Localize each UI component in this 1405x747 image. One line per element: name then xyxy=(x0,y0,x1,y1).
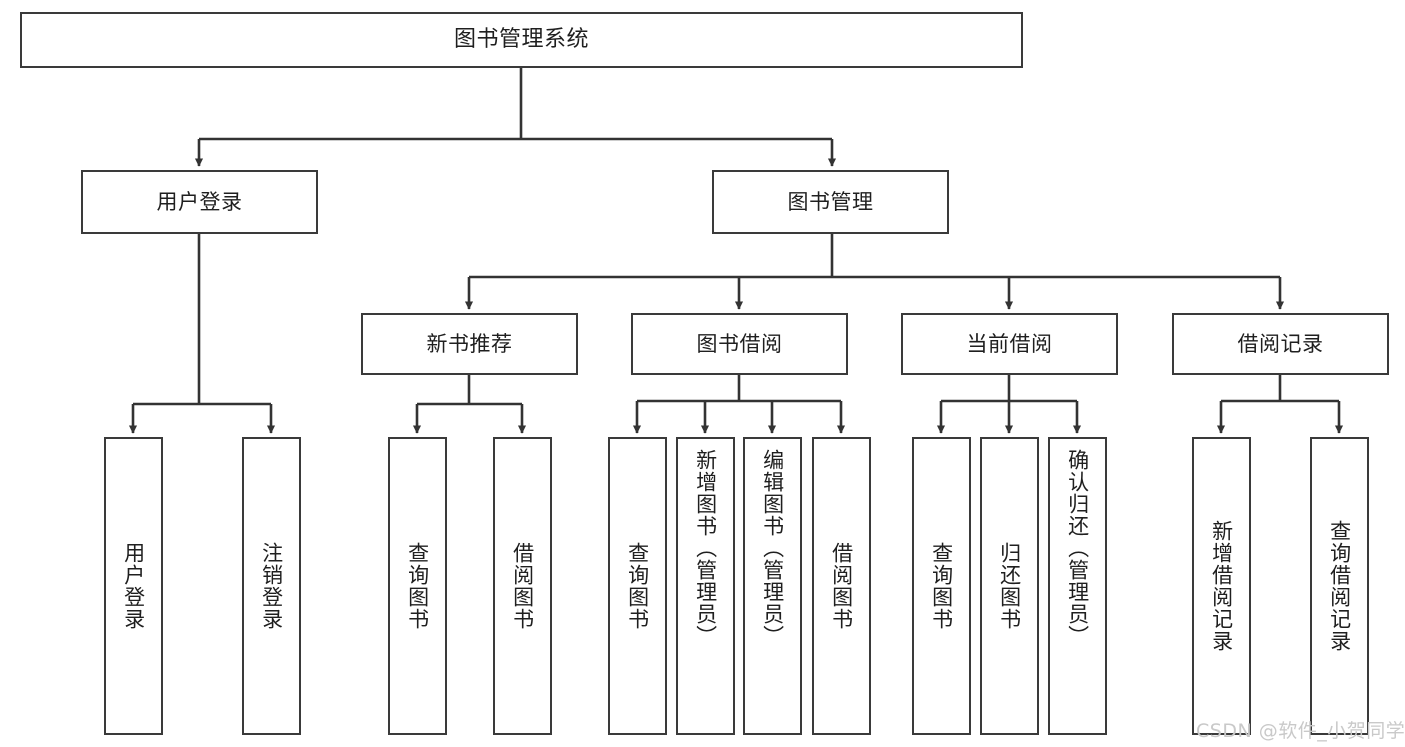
node-user-login[interactable]: 用户登录 xyxy=(81,170,318,234)
node-current-borrow-label: 当前借阅 xyxy=(966,331,1053,356)
node-book-management[interactable]: 图书管理 xyxy=(712,170,949,234)
csdn-watermark: CSDN @软件_小贺同学 xyxy=(1196,720,1405,742)
leaf-book-borrow-query-book-label: 查询图书 xyxy=(625,542,650,630)
leaf-user-login-logout-label: 注销登录 xyxy=(259,542,284,630)
leaf-new-book-borrow-book-label: 借阅图书 xyxy=(510,542,535,630)
leaf-borrow-record-add-record[interactable]: 新增借阅记录 xyxy=(1192,437,1251,735)
leaf-book-borrow-add-book-admin[interactable]: 新增图书（管理员） xyxy=(676,437,735,735)
leaf-borrow-record-add-record-label: 新增借阅记录 xyxy=(1209,520,1234,652)
leaf-current-borrow-confirm-return-admin[interactable]: 确认归还（管理员） xyxy=(1048,437,1107,735)
node-root-label: 图书管理系统 xyxy=(453,26,589,52)
leaf-current-borrow-confirm-return-admin-label: 确认归还（管理员） xyxy=(1065,449,1090,647)
node-book-borrow[interactable]: 图书借阅 xyxy=(631,313,848,375)
leaf-book-borrow-edit-book-admin-label: 编辑图书（管理员） xyxy=(760,449,785,647)
node-book-borrow-label: 图书借阅 xyxy=(696,331,783,356)
leaf-user-login-login[interactable]: 用户登录 xyxy=(104,437,163,735)
leaf-borrow-record-query-record-label: 查询借阅记录 xyxy=(1327,520,1352,652)
node-new-book-recommend[interactable]: 新书推荐 xyxy=(361,313,578,375)
node-new-book-recommend-label: 新书推荐 xyxy=(426,331,513,356)
leaf-book-borrow-borrow-book[interactable]: 借阅图书 xyxy=(812,437,871,735)
leaf-book-borrow-query-book[interactable]: 查询图书 xyxy=(608,437,667,735)
node-borrow-record-label: 借阅记录 xyxy=(1237,331,1324,356)
leaf-current-borrow-query-book-label: 查询图书 xyxy=(929,542,954,630)
leaf-current-borrow-return-book-label: 归还图书 xyxy=(997,542,1022,630)
leaf-book-borrow-edit-book-admin[interactable]: 编辑图书（管理员） xyxy=(743,437,802,735)
leaf-book-borrow-borrow-book-label: 借阅图书 xyxy=(829,542,854,630)
leaf-borrow-record-query-record[interactable]: 查询借阅记录 xyxy=(1310,437,1369,735)
leaf-current-borrow-query-book[interactable]: 查询图书 xyxy=(912,437,971,735)
leaf-book-borrow-add-book-admin-label: 新增图书（管理员） xyxy=(693,449,718,647)
leaf-new-book-query-book-label: 查询图书 xyxy=(405,542,430,630)
node-borrow-record[interactable]: 借阅记录 xyxy=(1172,313,1389,375)
leaf-current-borrow-return-book[interactable]: 归还图书 xyxy=(980,437,1039,735)
node-current-borrow[interactable]: 当前借阅 xyxy=(901,313,1118,375)
node-root-book-management-system[interactable]: 图书管理系统 xyxy=(20,12,1023,68)
leaf-user-login-logout[interactable]: 注销登录 xyxy=(242,437,301,735)
node-user-login-label: 用户登录 xyxy=(156,189,243,214)
leaf-new-book-borrow-book[interactable]: 借阅图书 xyxy=(493,437,552,735)
leaf-user-login-login-label: 用户登录 xyxy=(121,542,146,630)
leaf-new-book-query-book[interactable]: 查询图书 xyxy=(388,437,447,735)
node-book-management-label: 图书管理 xyxy=(787,189,874,214)
